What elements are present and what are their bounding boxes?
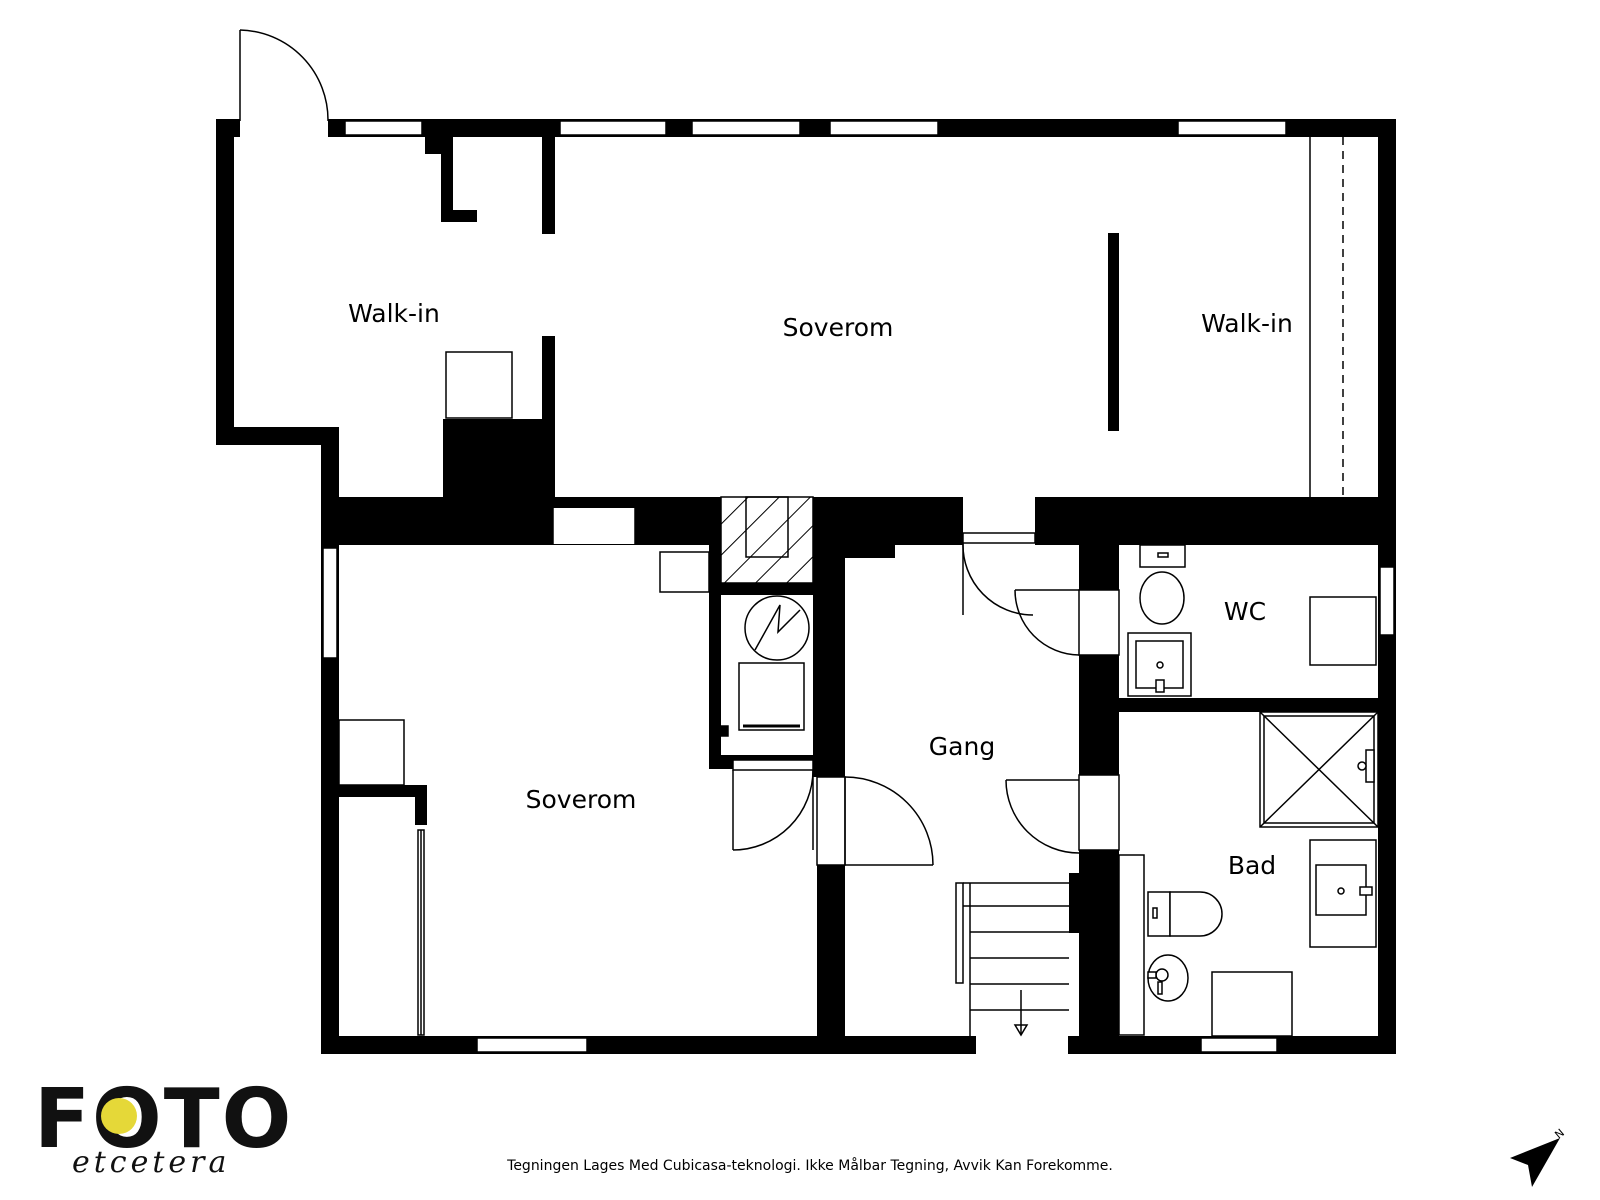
room-label-gang: Gang [929,732,995,761]
chimney-flue [745,496,789,558]
room-label-bad: Bad [1228,851,1276,880]
room-label-wc: WC [1224,597,1266,626]
dresser [338,719,405,786]
door-frame [816,776,846,866]
window [1177,120,1287,136]
logo-main-text: FOTO [34,1072,293,1167]
compass-icon: N [1510,1126,1567,1187]
wall-walkin-divider [542,119,555,234]
fixtures [338,137,1379,1037]
door-swing [239,29,329,122]
window [1379,566,1395,636]
wall-middle-3 [1035,497,1396,545]
cabinet [1309,596,1377,666]
wall-top [216,119,1396,137]
wall-gang-left [813,497,845,777]
door-swing [844,776,934,866]
doors [239,29,1120,1036]
door-frame [1078,589,1120,656]
wall-walkin-hook-2 [441,137,453,222]
bathroom-counter [1118,854,1145,1036]
wall-gang-right-3 [1079,850,1119,1045]
wall-stair-post [1069,873,1081,933]
stair-opening [976,1036,1068,1054]
wall-utility-left [709,497,721,769]
room-label-soverom-top: Soverom [783,313,894,342]
shelf [445,351,513,419]
door-swing [1014,589,1080,656]
toilet-tank [1147,891,1171,937]
compass-label: N [1552,1126,1567,1141]
door-frame [962,532,1036,544]
openings [240,119,1068,1054]
logo-accent-dot [101,1098,137,1134]
wall-walkin-hook [425,119,443,154]
wall-gang-notch [845,540,895,558]
window [476,1037,588,1053]
door-swing [732,769,814,851]
chimney [720,496,814,584]
wall-left-upper [216,119,234,445]
partition [1108,233,1119,431]
disclaimer-text: Tegningen Lages Med Cubicasa-teknologi. … [506,1157,1113,1174]
wall-utility-mid [709,583,819,595]
water-heater-icon [744,595,810,661]
stairs [955,882,1069,1037]
wall-gang-left-lower [817,865,845,1045]
wall-gang-right-2 [1079,655,1119,775]
toilet-icon [1169,891,1223,937]
wall-step [216,427,338,445]
door-swing [1005,779,1080,854]
room-label-walkin-right: Walk-in [1201,309,1293,338]
door-frame [732,759,814,771]
door-frame [1078,774,1120,851]
opening [553,508,635,544]
door-swing [962,542,1034,616]
room-label-walkin-left: Walk-in [348,299,440,328]
washer [1211,971,1293,1037]
wall-wc-bad [1119,698,1384,712]
wall-closet-top [321,785,427,797]
window [344,120,423,136]
window [322,547,338,659]
logo: FOTO etcetera [34,1072,293,1180]
window [559,120,667,136]
window [691,120,801,136]
walls [216,119,1396,1054]
wall-gang-right [1079,540,1119,590]
windows [322,120,1395,1053]
nightstand [659,551,710,593]
wall-walkin-block [443,419,555,507]
window [1200,1037,1278,1053]
window [829,120,939,136]
toilet-icon [1139,571,1185,625]
entry-opening [240,119,328,137]
room-label-soverom-bottom: Soverom [526,785,637,814]
wall-bottom [321,1036,1396,1054]
wall-closet-right [415,785,427,825]
appliance [738,662,805,731]
wall-walkin-hook-3 [441,210,477,222]
logo-sub-text: etcetera [72,1145,230,1180]
